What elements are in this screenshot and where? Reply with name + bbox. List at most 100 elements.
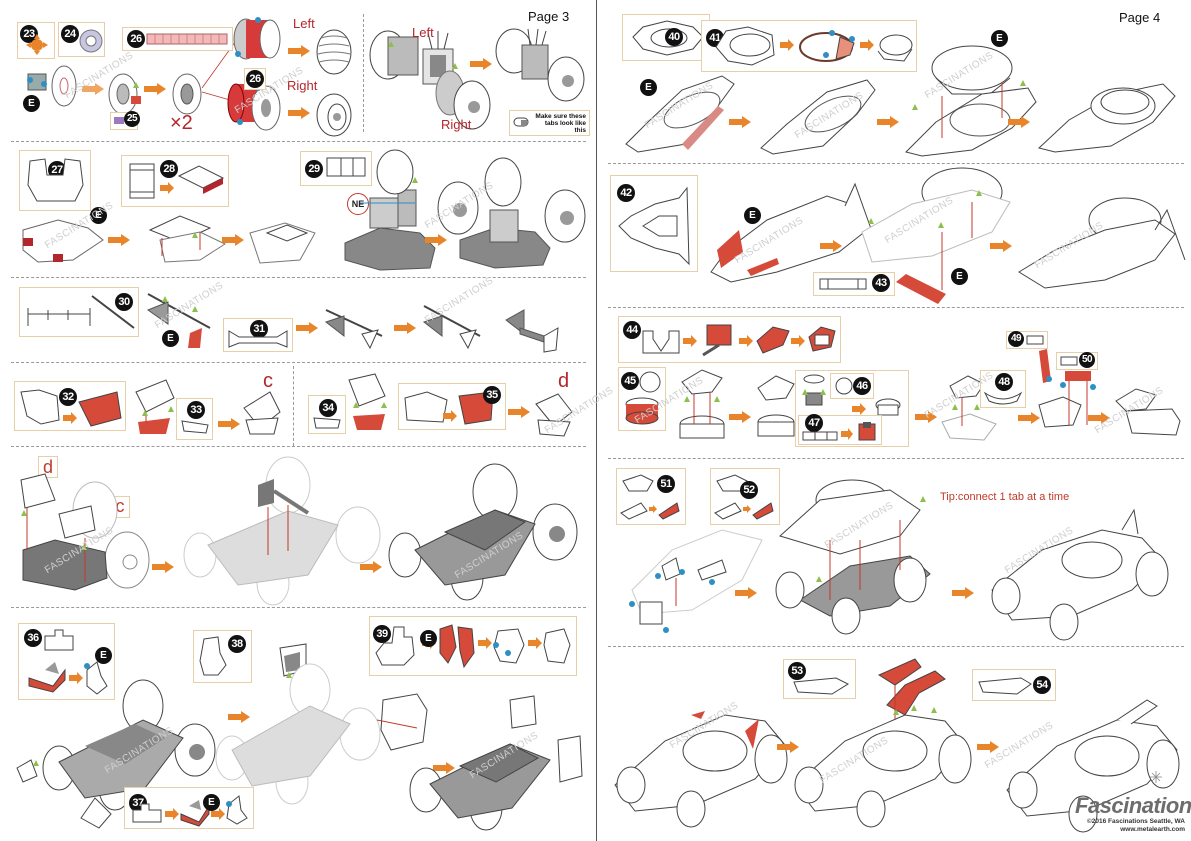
next-arrow-icon (852, 403, 866, 415)
callout-box-23: 23 (17, 22, 55, 59)
next-arrow-icon (841, 428, 853, 440)
tip-text: Tip:connect 1 tab at a time (940, 491, 1070, 503)
next-arrow-icon (528, 637, 542, 649)
seat-base-assembly (148, 215, 227, 263)
next-arrow-icon (508, 406, 530, 418)
chassis-axle-assembled (459, 157, 586, 269)
step-badge-25: 25 (124, 111, 140, 127)
step-badge-49: 49 (1008, 331, 1024, 347)
step-badge-54: 54 (1033, 676, 1051, 694)
cockpit-install-diagram (20, 473, 150, 591)
chassis-axle-diagram (344, 149, 479, 271)
part-30-flat (27, 308, 91, 326)
part-39-result (543, 628, 571, 664)
page-spine-divider (596, 0, 597, 841)
callout-box-46-47: 46 47 (795, 370, 909, 447)
part-31-outline (228, 330, 288, 348)
step-badge-26: 26 (127, 30, 145, 48)
next-arrow-icon (990, 240, 1012, 252)
next-arrow-icon (860, 39, 874, 51)
next-arrow-icon (82, 83, 104, 95)
spoiler-finished (505, 309, 559, 353)
callout-box-47: 47 (798, 414, 882, 445)
tire-strip-part (146, 33, 228, 45)
marker-e: E (23, 95, 40, 112)
part-28-folded (177, 165, 225, 194)
right-label: Right (441, 117, 472, 132)
part-48-outline (983, 391, 1023, 405)
turret-assembled (757, 375, 795, 437)
next-arrow-icon (729, 411, 751, 423)
next-arrow-icon (288, 45, 310, 57)
spoiler-attached (324, 309, 383, 350)
part-34-outline (313, 417, 341, 429)
part-49-outline (1026, 335, 1044, 345)
next-arrow-icon (683, 335, 697, 347)
part-39-folded (439, 624, 475, 669)
next-arrow-icon (211, 808, 225, 820)
step-badge-42: 42 (617, 184, 635, 202)
step-badge-35: 35 (483, 386, 501, 404)
next-arrow-icon (108, 234, 130, 246)
part-50-outline (1060, 356, 1078, 366)
chassis-fenders-assembled (409, 695, 583, 831)
part-51-folded (620, 502, 680, 520)
step-badge-40: 40 (665, 28, 683, 46)
row-divider (11, 277, 586, 278)
tab-example-icon (513, 117, 529, 127)
callout-box-32: 32 (14, 381, 126, 431)
step-badge-38: 38 (228, 635, 246, 653)
page-number: Page 3 (528, 9, 570, 24)
next-arrow-icon (1008, 116, 1030, 128)
next-arrow-icon (470, 58, 492, 70)
next-arrow-icon (1088, 412, 1110, 424)
step-badge-28: 28 (160, 160, 178, 178)
ne-marker: NE (347, 193, 369, 215)
callout-box-38: 38 (193, 630, 252, 683)
piece-label-d: d (558, 370, 570, 392)
row-divider (608, 646, 1184, 647)
piece-label-c: c (263, 370, 273, 392)
row-divider (608, 163, 1184, 164)
marker-e: E (744, 207, 761, 224)
page-4: Page 4 40 41 E E 42 E (597, 0, 1191, 841)
part-44-shaped (756, 326, 790, 354)
part-37-result (226, 795, 248, 825)
tire-wrap-right-diagram (227, 83, 281, 131)
marker-e: E (162, 330, 179, 347)
website-text: www.metalearth.com (1120, 826, 1185, 833)
next-arrow-icon (288, 107, 310, 119)
part-51-flat (622, 474, 654, 492)
step-badge-23: 23 (20, 25, 38, 43)
step-badge-29: 29 (305, 160, 323, 178)
row-divider (11, 141, 586, 142)
part-41-flat (715, 26, 775, 66)
underside-install-diagram (861, 167, 1011, 304)
row-divider (11, 607, 586, 608)
section-divider (363, 14, 364, 132)
callout-box-48: 48 (980, 370, 1026, 408)
callout-box-34: 34 (308, 395, 346, 434)
cockpit-piece-c-diagram (135, 379, 175, 434)
step-badge-39: 39 (373, 625, 391, 643)
next-arrow-icon (360, 561, 382, 573)
next-arrow-icon (63, 412, 77, 424)
car-finished (1006, 699, 1180, 833)
chassis-spoiler-install (183, 456, 381, 606)
wheel-hub-diagram (108, 73, 141, 115)
step-badge-31: 31 (250, 320, 268, 338)
turret-on-body (941, 375, 997, 441)
row-divider (608, 458, 1184, 459)
callout-box-36: 36 E (18, 623, 115, 700)
tabs-note-box: Make sure these tabs look like this (509, 110, 590, 136)
next-arrow-icon (820, 240, 842, 252)
next-arrow-icon (877, 116, 899, 128)
next-arrow-icon (729, 116, 751, 128)
part-39-shaped (493, 628, 525, 664)
next-arrow-icon (394, 322, 416, 334)
next-arrow-icon (952, 587, 974, 599)
step-badge-36: 36 (24, 629, 42, 647)
callout-box-51: 51 (616, 468, 686, 525)
callout-box-41: 41 (701, 20, 917, 72)
part-42-outline (618, 186, 690, 266)
